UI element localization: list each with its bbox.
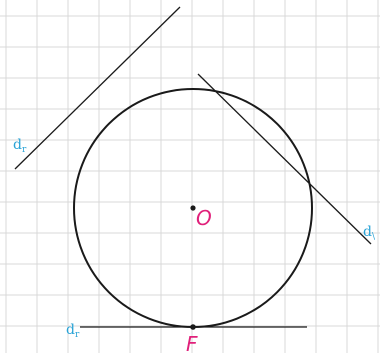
secant-line-label: d\ [363,224,376,242]
far-line [14,6,181,170]
secant-line [197,73,372,245]
tangent-point-label: F [186,332,198,353]
tangent-line-label: dr [66,322,80,340]
tangent-point [190,324,196,330]
center-label: O [196,206,212,230]
center-point [190,205,196,211]
far-line-label: dr [13,137,27,155]
